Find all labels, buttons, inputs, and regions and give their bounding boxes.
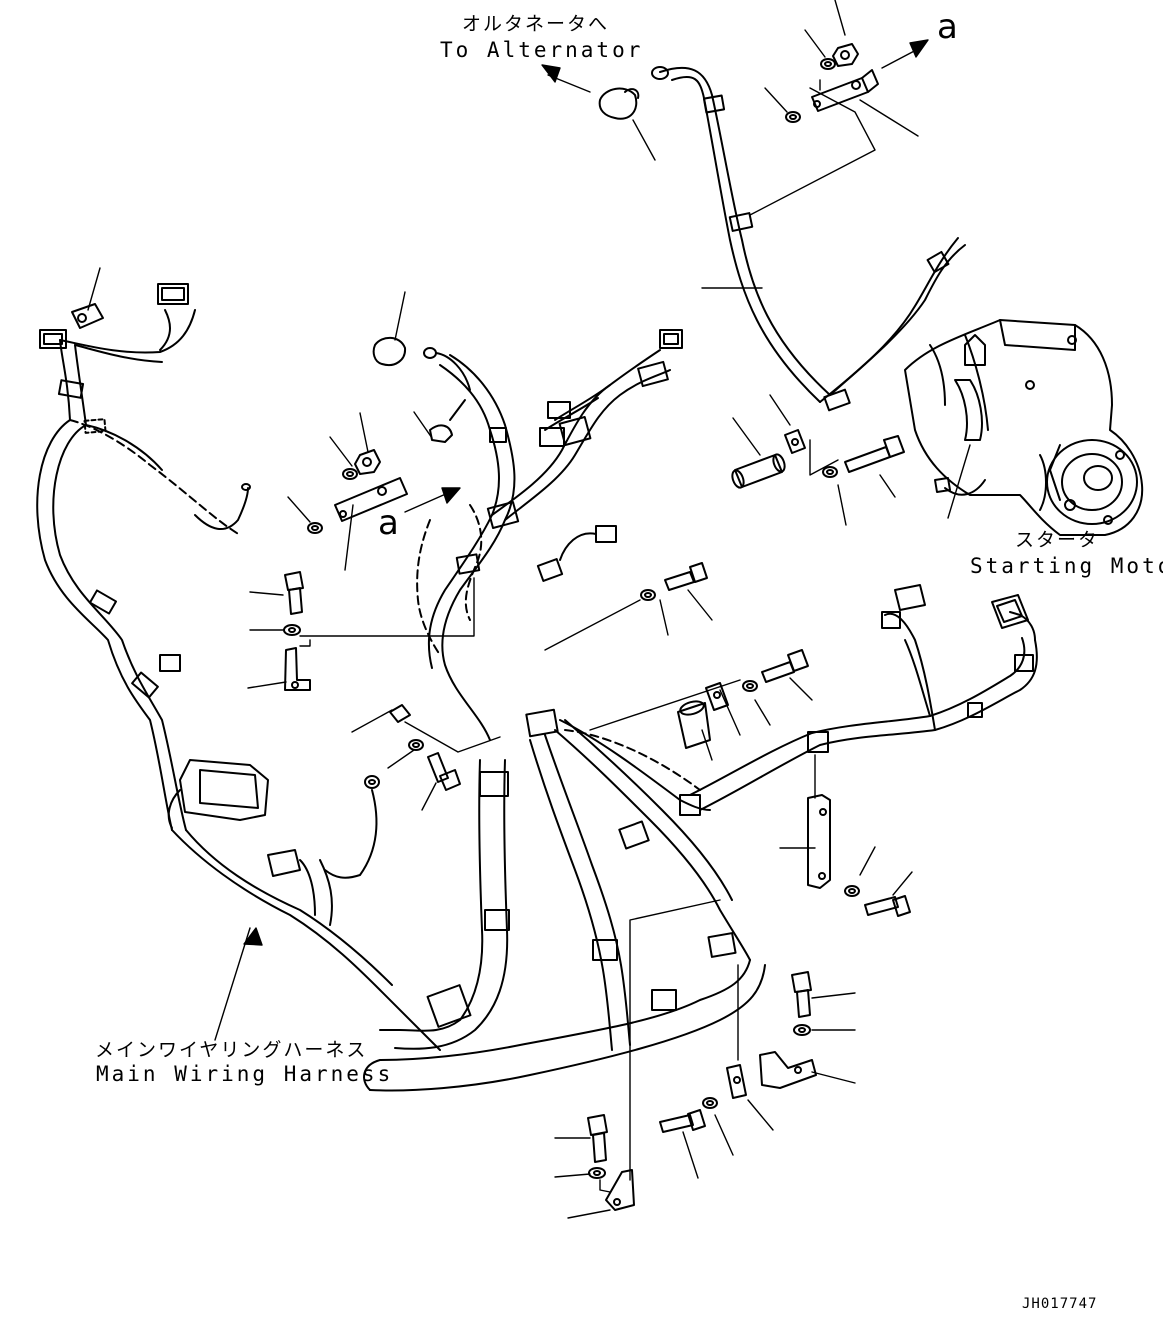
connector-left-lower [159, 654, 269, 829]
label-starter-jp: スタータ [1015, 529, 1100, 551]
bracket-right-lower [807, 794, 831, 889]
bolt-left-mid [284, 571, 304, 615]
bolt-starter [844, 435, 905, 473]
reference-mark-a-center: a [378, 503, 399, 543]
label-harness-en: Main Wiring Harness [96, 1062, 394, 1086]
bracket-left-mid [284, 647, 311, 691]
label-alternator-jp: オルタネータへ [462, 13, 610, 35]
washer-right-center-2 [742, 680, 758, 692]
washer-right-center-1 [640, 589, 656, 601]
bolt-bottom-left [587, 1114, 608, 1163]
clamp-starter [784, 429, 806, 454]
clip-center [389, 704, 411, 723]
bracket-bottom-right [759, 1051, 817, 1089]
connector-left-top [39, 283, 189, 351]
bolt-right-center-2 [761, 649, 809, 683]
clamp-right-center [705, 682, 729, 711]
harness-right [679, 611, 1038, 816]
washer-bottom-left [588, 1167, 606, 1179]
washer-center-left [307, 522, 323, 534]
label-harness-jp: メインワイヤリングハーネス [95, 1039, 368, 1061]
nut-center [354, 449, 381, 475]
starter-cable [819, 237, 966, 412]
bolt-center-mid [427, 752, 461, 791]
bolt-bottom-right [791, 971, 812, 1018]
starting-motor [904, 319, 1144, 536]
bolt-right-center-1 [664, 562, 708, 591]
washer-starter [822, 466, 838, 478]
alternator-cable [651, 66, 831, 403]
bolt-bottom [659, 1109, 706, 1133]
terminal-cap-center [372, 336, 407, 366]
bolt-right-lower [864, 895, 911, 917]
clamp-bottom [726, 1064, 747, 1099]
label-alternator-en: To Alternator [440, 38, 644, 62]
harness-center-upper [416, 349, 671, 741]
washer-bottom [702, 1097, 718, 1109]
harness-center-lower [379, 708, 751, 1051]
main-harness [36, 309, 766, 1092]
washer-right-lower [844, 885, 860, 897]
washer-top [820, 58, 836, 70]
sleeve-starter [731, 453, 786, 489]
leader-lines [87, 0, 971, 1219]
washer-center-mid [408, 739, 424, 751]
reference-mark-a-top: a [937, 7, 958, 47]
sleeve-right-center [677, 700, 711, 749]
terminal-center [423, 347, 471, 443]
ground-wire-left [194, 483, 251, 530]
nut-top [832, 43, 859, 67]
terminal-cap-alternator [598, 87, 640, 120]
ground-wire-center [267, 775, 380, 926]
washer-center [342, 468, 358, 480]
label-starter-en: Starting Motor [970, 554, 1163, 578]
washer-top-left [785, 111, 801, 123]
drawing-code: JH017747 [1022, 1296, 1098, 1312]
washer-left-mid [283, 624, 301, 636]
washer-bottom-right [793, 1024, 811, 1036]
connector-cluster-center [489, 329, 683, 561]
terminal-bar-top [811, 69, 879, 112]
bracket-left-top [71, 303, 104, 329]
terminal-bar-center [334, 477, 408, 522]
connector-right [894, 584, 1029, 629]
